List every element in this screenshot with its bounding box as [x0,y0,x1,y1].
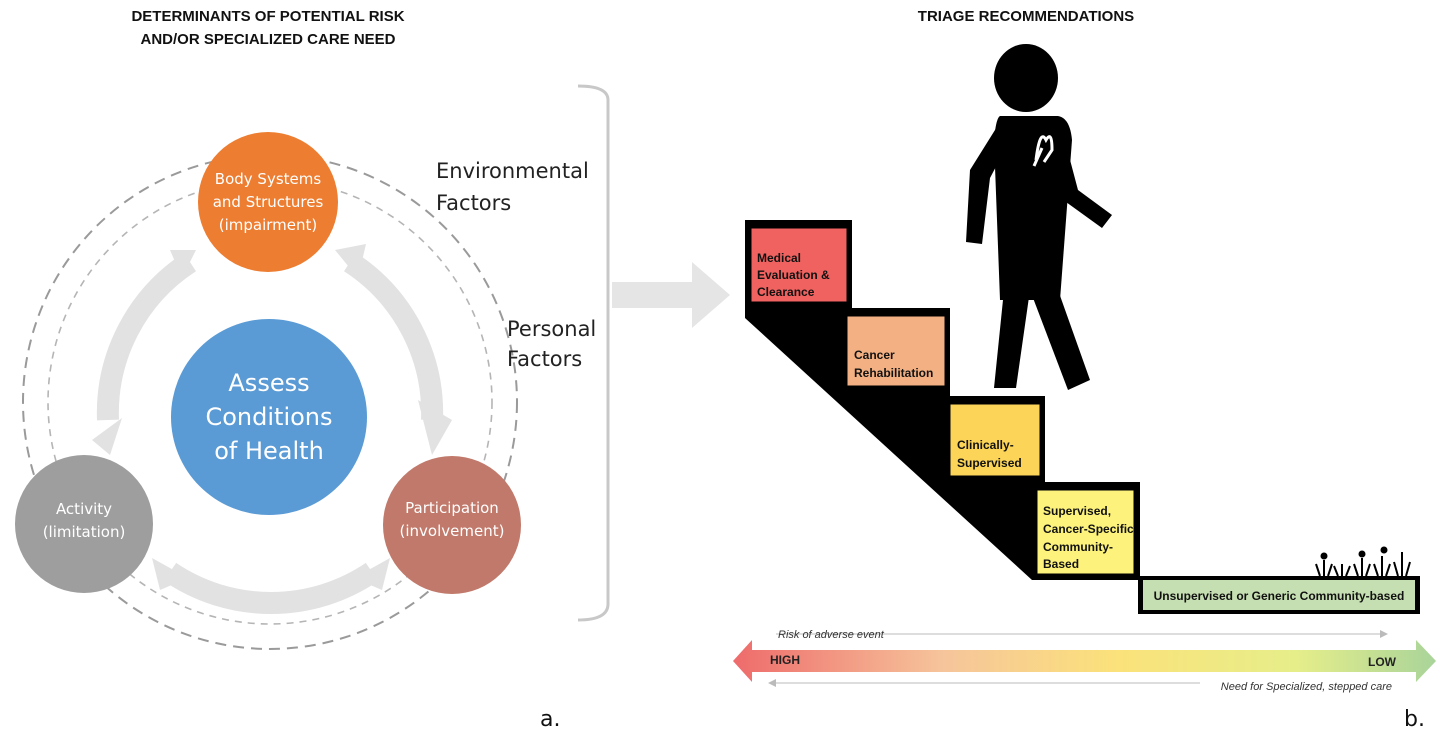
ribbon-icon [1032,135,1054,167]
panel-b-title: TRIAGE RECOMMENDATIONS [918,8,1134,25]
cycle-arrows [96,252,444,615]
activity-circle [15,455,153,593]
low-label: LOW [1368,655,1397,669]
arrowhead-top-right [335,244,366,278]
activity-line2: (limitation) [43,523,126,541]
activity-line1: Activity [56,500,112,518]
risk-gradient-arrow [733,640,1436,682]
body-systems-line2: and Structures [213,193,324,211]
right-bracket [577,84,610,622]
step-4-line1: Supervised, [1043,504,1111,518]
environmental-factors-line1: Environmental [436,159,589,183]
participation-line2: (involvement) [400,522,505,540]
body-systems-line3: (impairment) [219,216,318,234]
panel-a-letter: a. [540,707,560,729]
step-4-line4: Based [1043,557,1079,571]
cycle-arc-right [343,252,444,421]
assess-conditions-circle [171,319,367,515]
step-1-line3: Clearance [757,285,815,299]
need-label: Need for Specialized, stepped care [1221,681,1392,693]
step-5-label: Unsupervised or Generic Community-based [1154,589,1405,603]
personal-factors-line2: Factors [507,347,582,371]
step-4-line2: Cancer-Specific [1043,522,1134,536]
step-medical-evaluation [750,227,848,303]
step-unsupervised-community [1143,580,1415,610]
person-right-leg [1030,290,1090,390]
panel-b-letter: b. [1404,707,1425,729]
person-right-arm [1048,122,1112,228]
step-cancer-rehabilitation [846,315,946,387]
step-3-line1: Clinically- [957,438,1014,452]
step-3-line2: Supervised [957,456,1022,470]
person-head [994,44,1058,112]
walking-person-figure [966,44,1112,390]
arrowhead-right [418,400,452,455]
person-left-leg [994,290,1030,388]
high-label: HIGH [770,653,800,667]
environmental-factors-line2: Factors [436,191,511,215]
center-label-line3: of Health [214,437,324,465]
arrowhead-left [92,418,122,455]
center-label-line2: Conditions [205,403,332,431]
person-torso [994,116,1072,300]
flower-heads [1320,546,1388,560]
panel-a-title-line2: AND/OR SPECIALIZED CARE NEED [140,31,395,48]
step-2-line2: Rehabilitation [854,366,933,380]
step-clinically-supervised [949,403,1041,477]
outer-dashed-ring [22,154,518,650]
grass-plants [1315,552,1411,577]
risk-label: Risk of adverse event [778,629,885,641]
cycle-arc-bottom [163,562,379,615]
panel-connector-arrow [612,262,730,328]
step-2-line1: Cancer [854,348,895,362]
step-cancer-specific-community [1036,489,1135,575]
need-line-arrowhead [768,679,776,687]
panel-b: TRIAGE RECOMMENDATIONS Medical Evaluatio… [733,8,1436,729]
panel-a: DETERMINANTS OF POTENTIAL RISK AND/OR SP… [15,8,610,729]
body-systems-circle [198,132,338,272]
arrowhead-bottom-left [152,558,188,590]
step-1-line2: Evaluation & [757,268,830,282]
person-left-arm [966,122,1010,244]
step-1-line1: Medical [757,251,801,265]
arrowhead-bottom-right [354,558,390,590]
panel-a-title-line1: DETERMINANTS OF POTENTIAL RISK [131,8,404,25]
personal-factors-line1: Personal [507,317,596,341]
cycle-arc-left [96,252,197,421]
body-systems-line1: Body Systems [215,170,322,188]
step-4-line3: Community- [1043,540,1113,554]
risk-line-arrowhead [1380,630,1388,638]
cycle-arrowheads [92,244,452,590]
center-label-line1: Assess [228,369,309,397]
participation-line1: Participation [405,499,499,517]
arrowhead-top-left [170,250,196,278]
participation-circle [383,456,521,594]
